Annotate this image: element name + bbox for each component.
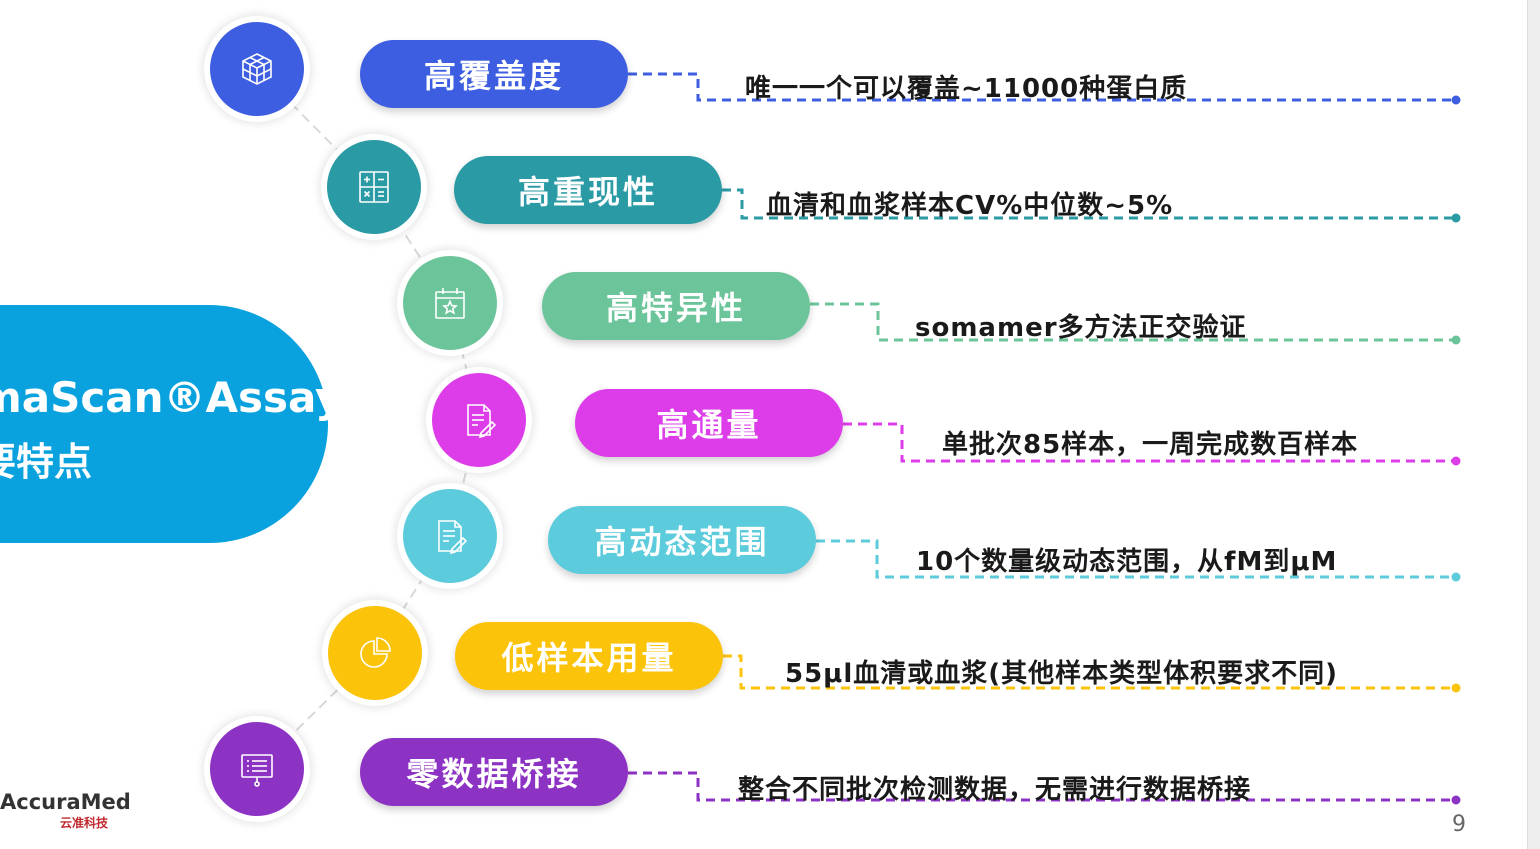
pie-chart-icon (360, 637, 391, 668)
presentation-board-icon (241, 754, 273, 787)
calendar-star-icon (435, 288, 465, 319)
feature-label: 高动态范围 (594, 523, 770, 561)
feature-pill-coverage: 高覆盖度 (360, 40, 628, 108)
feature-desc-sample-volume: 55μl血清或血浆(其他样本类型体积要求不同) (785, 659, 1338, 689)
feature-circle-dynamic-range (403, 489, 497, 583)
cube-icon (242, 53, 272, 85)
feature-label: 高特异性 (605, 289, 746, 327)
document-pen-icon (467, 404, 497, 439)
leader-line (816, 539, 1456, 579)
feature-desc-reproducibility: 血清和血浆样本CV%中位数~5% (766, 191, 1174, 221)
feature-pill-sample-volume: 低样本用量 (455, 622, 723, 690)
leader-line (843, 422, 1456, 463)
feature-pill-reproducibility: 高重现性 (454, 156, 722, 224)
leader-endpoint-dot (1451, 572, 1461, 582)
leader-endpoint-dot (1451, 795, 1461, 805)
feature-label: 高覆盖度 (423, 57, 564, 95)
scrollbar[interactable] (1527, 0, 1540, 849)
leader-endpoint-dot (1451, 95, 1461, 105)
feature-circle-coverage (210, 22, 304, 116)
calculator-icon (359, 171, 389, 203)
feature-desc-dynamic-range: 10个数量级动态范围，从fM到μM (916, 547, 1338, 577)
leader-endpoint-dot (1451, 335, 1461, 345)
feature-pill-data-bridging: 零数据桥接 (360, 738, 628, 806)
feature-label: 零数据桥接 (406, 755, 582, 793)
leader-line (628, 771, 1456, 802)
feature-label: 高通量 (656, 406, 762, 444)
document-edit-icon (438, 520, 468, 555)
feature-desc-data-bridging: 整合不同批次检测数据，无需进行数据桥接 (738, 775, 1252, 805)
feature-circle-sample-volume (328, 606, 422, 700)
feature-circle-data-bridging (210, 722, 304, 816)
feature-label: 低样本用量 (501, 639, 677, 677)
feature-circle-reproducibility (327, 140, 421, 234)
feature-desc-throughput: 单批次85样本，一周完成数百样本 (942, 430, 1359, 460)
leader-line (723, 654, 1456, 690)
feature-pill-dynamic-range: 高动态范围 (548, 506, 816, 574)
feature-desc-specificity: somamer多方法正交验证 (915, 313, 1247, 343)
main-title-line2: 要特点 (0, 440, 93, 484)
leader-endpoint-dot (1451, 213, 1461, 223)
leader-line (722, 188, 1456, 220)
leader-endpoint-dot (1451, 456, 1461, 466)
logo-name: AccuraMed (0, 790, 131, 814)
main-title-pill: maScan®Assay 要特点 (0, 305, 342, 543)
page-number: 9 (1452, 812, 1466, 837)
leader-line (810, 302, 1456, 342)
leader-line (628, 72, 1456, 102)
feature-desc-coverage: 唯一一个可以覆盖~11000种蛋白质 (745, 74, 1188, 104)
company-logo: AccuraMed 云准科技 (0, 790, 131, 831)
main-title-line1: maScan®Assay (0, 373, 343, 422)
leader-endpoint-dot (1451, 683, 1461, 693)
feature-circle-specificity (403, 256, 497, 350)
feature-circle-throughput (432, 373, 526, 467)
feature-pill-specificity: 高特异性 (542, 272, 810, 340)
logo-subtitle: 云准科技 (60, 816, 109, 830)
feature-label: 高重现性 (517, 173, 658, 211)
feature-pill-throughput: 高通量 (575, 389, 843, 457)
